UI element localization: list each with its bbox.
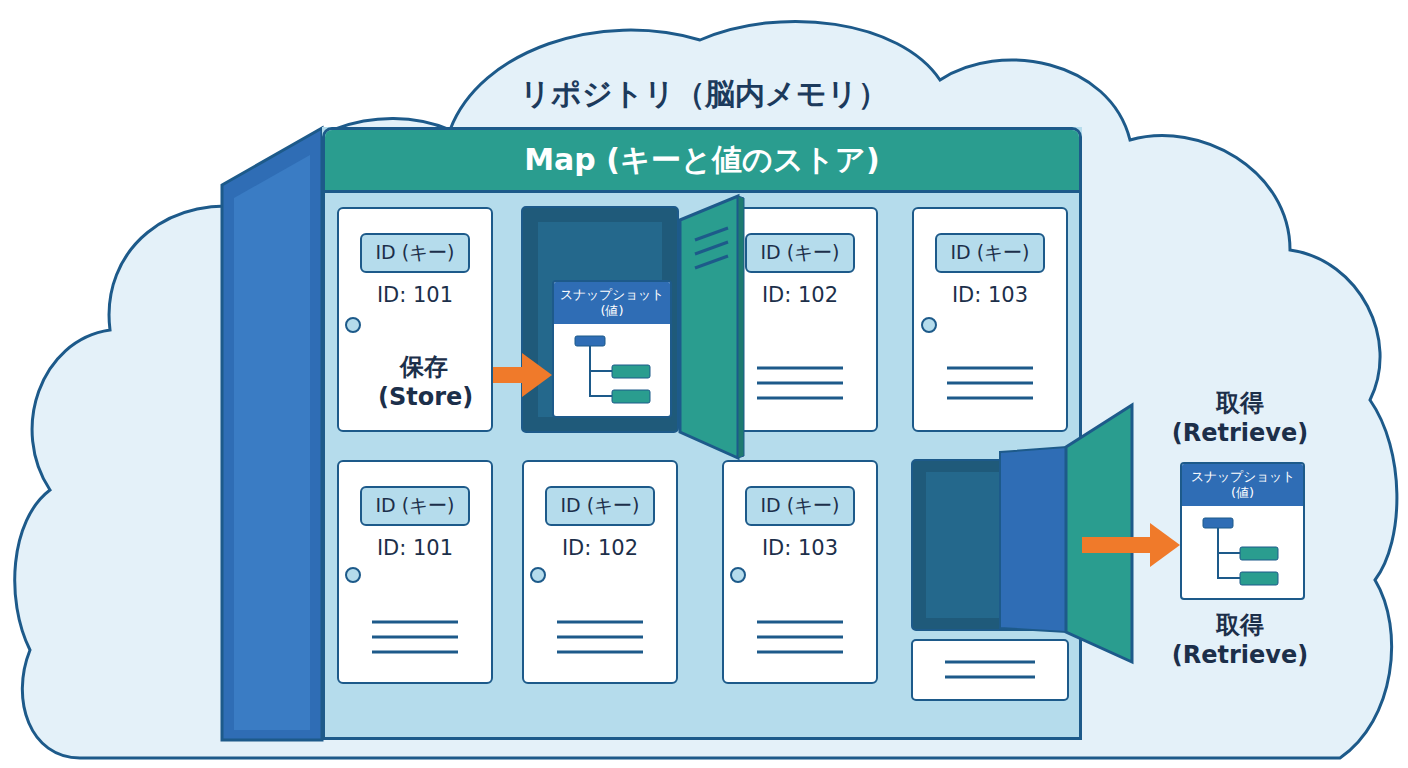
cabinet-side-stripe	[234, 155, 310, 730]
id-value: ID: 103	[724, 536, 876, 560]
arrow-head	[522, 353, 552, 397]
key-tag: ID (キー)	[745, 486, 855, 526]
id-value: ID: 103	[914, 283, 1066, 307]
diagram-title: リポジトリ（脳内メモリ）	[0, 74, 1408, 115]
map-cabinet: Map (キーと値のストア) ID (キー) ID: 101 スナップショット (値)…	[322, 127, 1082, 740]
id-value: ID: 101	[339, 536, 491, 560]
cloud-shape	[15, 21, 1397, 758]
open-locker-interior	[522, 207, 678, 432]
cabinet-side-panel	[222, 128, 322, 740]
key-tag: ID (キー)	[360, 486, 470, 526]
cabinet-body	[322, 127, 1082, 740]
arrow-shaft	[493, 367, 524, 383]
drawer-panel	[912, 640, 1068, 700]
snapshot-card: スナップショット (値)	[1180, 462, 1305, 600]
arrow-shaft	[1082, 537, 1152, 553]
id-value: ID: 102	[524, 536, 676, 560]
edge-label: 保存 (Store)	[378, 352, 470, 412]
drawer-line	[945, 676, 1035, 679]
id-value: ID: 101	[339, 283, 491, 307]
locker-door	[1066, 405, 1132, 662]
open-locker-interior	[912, 460, 1068, 630]
locker-box: ID (キー) ID: 103	[912, 207, 1068, 432]
key-tag: ID (キー)	[745, 233, 855, 273]
key-tag: ID (キー)	[545, 486, 655, 526]
open-locker-back	[926, 472, 1006, 618]
action-label: 取得 (Retrieve)	[1165, 610, 1315, 670]
store-retrieve-arrow	[493, 353, 552, 397]
locker-box: ID (キー) ID: 103	[722, 460, 878, 684]
locker-box: ID (キー) ID: 101	[337, 460, 493, 684]
drawer-line	[945, 661, 1035, 664]
locker-door-inner	[1000, 447, 1066, 632]
store-retrieve-arrow	[1082, 523, 1180, 567]
action-label: 取得 (Retrieve)	[1165, 388, 1315, 448]
locker-box: ID (キー) ID: 102	[722, 207, 878, 432]
snapshot-header: スナップショット (値)	[554, 282, 670, 324]
key-tag: ID (キー)	[935, 233, 1045, 273]
cabinet-header: Map (キーと値のストア)	[325, 130, 1079, 193]
arrow-head	[1150, 523, 1180, 567]
snapshot-card: スナップショット (値)	[552, 280, 672, 418]
snapshot-header: スナップショット (値)	[1182, 464, 1303, 506]
id-value: ID: 102	[724, 283, 876, 307]
key-tag: ID (キー)	[360, 233, 470, 273]
locker-box: ID (キー) ID: 102	[522, 460, 678, 684]
